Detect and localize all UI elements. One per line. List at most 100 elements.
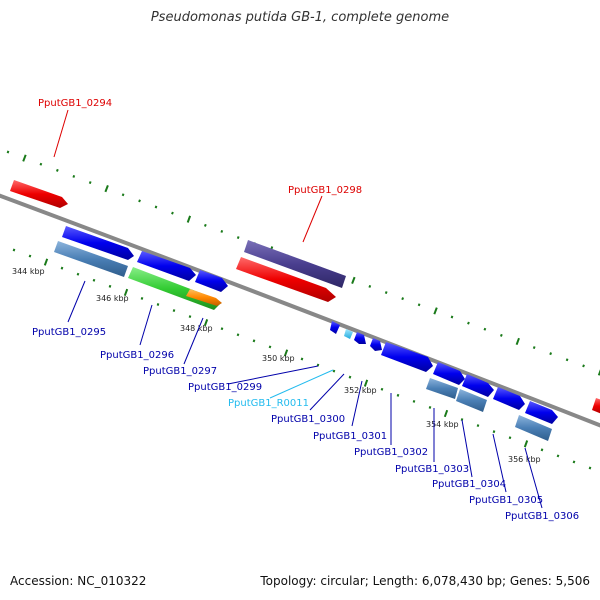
gene-feature-edge-red[interactable]: [592, 398, 600, 414]
lower-tick-row: [12, 248, 592, 470]
minor-tick: [108, 284, 112, 288]
minor-tick: [171, 211, 174, 215]
minor-tick: [154, 205, 158, 209]
gene-feature-0302[interactable]: [381, 342, 433, 372]
gene-feature-0296b[interactable]: [195, 270, 228, 292]
gene-feature-0295-upper[interactable]: [62, 226, 134, 260]
minor-tick: [401, 297, 405, 301]
minor-tick: [203, 223, 207, 227]
minor-tick: [417, 303, 421, 307]
gene-label-0298[interactable]: PputGB1_0298: [288, 185, 362, 196]
kbp-label: 348 kbp: [180, 324, 213, 333]
major-tick: [43, 258, 49, 266]
gene-label-0302[interactable]: PputGB1_0302: [354, 447, 428, 458]
minor-tick: [236, 236, 240, 240]
minor-tick: [476, 424, 480, 428]
gene-label-0295[interactable]: PputGB1_0295: [32, 327, 106, 338]
minor-tick: [572, 460, 576, 464]
gene-feature-0301[interactable]: [370, 338, 382, 351]
major-tick: [104, 185, 109, 193]
gene-feature-0304[interactable]: [456, 389, 487, 412]
minor-tick: [138, 199, 141, 203]
gene-feature-0299[interactable]: [330, 321, 340, 334]
minor-tick: [220, 327, 224, 331]
minor-tick: [380, 387, 384, 391]
kbp-label: 350 kbp: [262, 354, 295, 363]
major-tick: [351, 276, 356, 284]
minor-tick: [368, 284, 372, 288]
minor-tick: [39, 162, 43, 166]
major-tick: [515, 337, 520, 346]
minor-tick: [220, 229, 224, 233]
minor-tick: [76, 272, 80, 276]
minor-tick: [300, 357, 304, 361]
minor-tick: [72, 174, 76, 178]
minor-tick: [12, 248, 16, 252]
kbp-label: 346 kbp: [96, 294, 129, 303]
gene-feature-0298-purple[interactable]: [244, 240, 346, 288]
minor-tick: [492, 430, 496, 434]
minor-tick: [565, 358, 569, 362]
gene-feature-0303[interactable]: [426, 378, 458, 399]
gene-feature-0303-upper[interactable]: [433, 362, 465, 385]
gene-label-0300[interactable]: PputGB1_0300: [271, 414, 345, 425]
gene-labels: PputGB1_0294 PputGB1_0295 PputGB1_0296 P…: [32, 98, 579, 522]
minor-tick: [236, 333, 240, 337]
kbp-label: 354 kbp: [426, 420, 459, 429]
kbp-label: 356 kbp: [508, 455, 541, 464]
minor-tick: [140, 296, 144, 300]
gene-feature-0298[interactable]: [236, 257, 336, 302]
genome-backbone: [0, 193, 600, 428]
gene-feature-0305[interactable]: [493, 387, 525, 410]
gene-feature-0300[interactable]: [354, 332, 366, 344]
major-tick: [283, 349, 289, 357]
minor-tick: [384, 291, 388, 295]
gene-label-R0011[interactable]: PputGB1_R0011: [228, 398, 309, 409]
gene-feature-0297-orange[interactable]: [186, 289, 222, 306]
gene-label-0306[interactable]: PputGB1_0306: [505, 511, 579, 522]
minor-tick: [55, 168, 59, 172]
minor-tick: [332, 369, 336, 373]
minor-tick: [6, 150, 10, 154]
minor-tick: [348, 375, 352, 379]
minor-tick: [268, 345, 272, 349]
gene-label-0297[interactable]: PputGB1_0297: [143, 366, 217, 377]
kbp-labels: 344 kbp 346 kbp 348 kbp 350 kbp 352 kbp …: [12, 267, 541, 464]
major-tick: [22, 154, 27, 162]
gene-feature-0306[interactable]: [515, 415, 552, 441]
minor-tick: [556, 454, 560, 458]
gene-feature-0304-upper[interactable]: [462, 374, 494, 397]
gene-feature-0306-upper[interactable]: [525, 401, 558, 424]
minor-tick: [252, 339, 256, 343]
minor-tick: [467, 321, 470, 325]
minor-tick: [156, 303, 160, 306]
minor-tick: [412, 399, 416, 403]
major-tick: [203, 319, 209, 327]
accession-text: Accession: NC_010322: [10, 574, 147, 588]
gene-label-0296[interactable]: PputGB1_0296: [100, 350, 174, 361]
minor-tick: [540, 448, 544, 452]
major-tick: [123, 288, 129, 297]
gene-feature-0296[interactable]: [137, 251, 196, 281]
gene-label-0294[interactable]: PputGB1_0294: [38, 98, 112, 109]
gene-label-0299[interactable]: PputGB1_0299: [188, 382, 262, 393]
gene-label-0304[interactable]: PputGB1_0304: [432, 479, 506, 490]
map-title: Pseudomonas putida GB-1, complete genome: [150, 10, 450, 25]
gene-feature-0294[interactable]: [10, 180, 68, 208]
minor-tick: [121, 193, 125, 197]
minor-tick: [60, 266, 64, 270]
minor-tick: [88, 181, 92, 185]
gene-label-0301[interactable]: PputGB1_0301: [313, 431, 387, 442]
minor-tick: [588, 466, 592, 470]
minor-tick: [92, 278, 96, 282]
kbp-label: 344 kbp: [12, 267, 45, 276]
leader-lines: [53, 109, 543, 509]
gene-label-0303[interactable]: PputGB1_0303: [395, 464, 469, 475]
minor-tick: [172, 309, 176, 313]
gene-feature-0295[interactable]: [54, 241, 128, 277]
major-tick: [443, 409, 449, 418]
major-tick: [523, 440, 529, 448]
gene-feature-R0011[interactable]: [344, 329, 353, 339]
gene-label-0305[interactable]: PputGB1_0305: [469, 495, 543, 506]
